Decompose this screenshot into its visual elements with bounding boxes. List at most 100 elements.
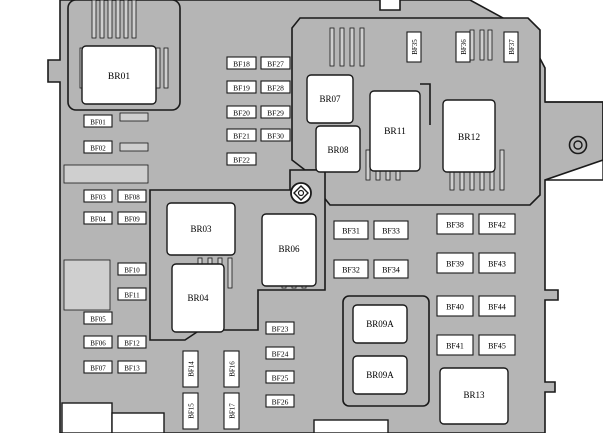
fuse-bf11[interactable]: BF11 xyxy=(117,287,147,301)
fuse-bf41[interactable]: BF41 xyxy=(436,334,474,356)
relay-partial-bottom-center xyxy=(313,419,389,433)
fuse-bf13-box xyxy=(117,360,147,374)
fuse-bf18[interactable]: BF18 xyxy=(226,56,257,70)
fuse-bf43-label: BF43 xyxy=(488,260,506,269)
relay-br09a-lower[interactable]: BR09A xyxy=(352,355,408,395)
fuse-bf16[interactable]: BF16 xyxy=(223,350,240,388)
fuse-bf25[interactable]: BF25 xyxy=(265,370,295,384)
fuse-bf44[interactable]: BF44 xyxy=(478,295,516,317)
fuse-bf32[interactable]: BF32 xyxy=(333,259,369,279)
fuse-bf12-box xyxy=(117,335,147,349)
fuse-bf28[interactable]: BF28 xyxy=(260,80,291,94)
fuse-bf13[interactable]: BF13 xyxy=(117,360,147,374)
fuse-bf23[interactable]: BF23 xyxy=(265,321,295,335)
fuse-bf33[interactable]: BF33 xyxy=(373,220,409,240)
relay-br06-label: BR06 xyxy=(278,244,300,254)
pin-slots-left xyxy=(63,112,149,311)
fuse-bf39-label: BF39 xyxy=(446,260,464,269)
slot xyxy=(91,0,97,39)
relay-br13[interactable]: BR13 xyxy=(439,367,509,425)
slot xyxy=(469,29,475,61)
fuse-bf03-box xyxy=(83,189,113,203)
relay-br04[interactable]: BR04 xyxy=(171,263,225,333)
fuse-bf45[interactable]: BF45 xyxy=(478,334,516,356)
fuse-bf05[interactable]: BF05 xyxy=(83,311,113,325)
fuse-bf40[interactable]: BF40 xyxy=(436,295,474,317)
fuse-bf15[interactable]: BF15 xyxy=(182,392,199,430)
fuse-bf08[interactable]: BF08 xyxy=(117,189,147,203)
fuse-bf17[interactable]: BF17 xyxy=(223,392,240,430)
fuse-bf31[interactable]: BF31 xyxy=(333,220,369,240)
fuse-bf43-box xyxy=(478,252,516,274)
relay-br06[interactable]: BR06 xyxy=(261,213,317,287)
fuse-bf06[interactable]: BF06 xyxy=(83,335,113,349)
relay-br07[interactable]: BR07 xyxy=(306,74,354,124)
relay-br08[interactable]: BR08 xyxy=(315,125,361,173)
fuse-bf21-label: BF21 xyxy=(233,132,250,141)
fuse-bf21[interactable]: BF21 xyxy=(226,128,257,142)
fuse-bf09-label: BF09 xyxy=(124,216,140,224)
fuse-bf07[interactable]: BF07 xyxy=(83,360,113,374)
fuse-bf26[interactable]: BF26 xyxy=(265,394,295,408)
fuse-bf16-box xyxy=(223,350,240,388)
slot xyxy=(123,0,129,39)
fuse-bf09[interactable]: BF09 xyxy=(117,211,147,225)
fuse-bf01[interactable]: BF01 xyxy=(83,114,113,128)
fuse-bf24[interactable]: BF24 xyxy=(265,346,295,360)
fuse-bf18-label: BF18 xyxy=(233,60,250,69)
relay-partial-bottom-left xyxy=(61,402,113,433)
fuse-bf04-label: BF04 xyxy=(90,216,106,224)
slot xyxy=(163,47,169,89)
fuse-bf40-box xyxy=(436,295,474,317)
relay-br11[interactable]: BR11 xyxy=(369,83,431,172)
fuse-bf45-label: BF45 xyxy=(488,342,506,351)
fuse-bf27[interactable]: BF27 xyxy=(260,56,291,70)
fuse-bf30-box xyxy=(260,128,291,142)
relay-br12[interactable]: BR12 xyxy=(442,99,496,173)
relay-br09a-upper[interactable]: BR09A xyxy=(352,304,408,344)
fuse-bf22[interactable]: BF22 xyxy=(226,152,257,166)
fuse-bf15-box xyxy=(182,392,199,430)
fuse-bf42[interactable]: BF42 xyxy=(478,213,516,235)
fuse-bf43[interactable]: BF43 xyxy=(478,252,516,274)
mounting-bracket xyxy=(545,101,603,181)
relay-br03[interactable]: BR03 xyxy=(166,202,236,256)
fuse-bf29[interactable]: BF29 xyxy=(260,105,291,119)
fuse-bf27-label: BF27 xyxy=(267,60,284,69)
fuse-bf02[interactable]: BF02 xyxy=(83,140,113,154)
fuse-bf35-label: BF35 xyxy=(411,39,419,55)
fuse-bf04[interactable]: BF04 xyxy=(83,211,113,225)
fuse-bf39[interactable]: BF39 xyxy=(436,252,474,274)
fuse-bf24-box xyxy=(265,346,295,360)
fuse-bf19[interactable]: BF19 xyxy=(226,80,257,94)
fuse-bf35[interactable]: BF35 xyxy=(406,31,422,63)
fuse-bf14[interactable]: BF14 xyxy=(182,350,199,388)
fuse-bf30[interactable]: BF30 xyxy=(260,128,291,142)
fuse-bf37[interactable]: BF37 xyxy=(503,31,519,63)
fuse-bf20[interactable]: BF20 xyxy=(226,105,257,119)
fuse-bf08-box xyxy=(117,189,147,203)
fuse-bf39-box xyxy=(436,252,474,274)
slot xyxy=(359,27,365,67)
fuse-bf07-label: BF07 xyxy=(90,365,106,373)
fuse-bf42-label: BF42 xyxy=(488,221,506,230)
relay-br08-label: BR08 xyxy=(327,145,349,155)
relay-br01[interactable]: BR01 xyxy=(81,45,157,105)
fuse-bf03[interactable]: BF03 xyxy=(83,189,113,203)
fuse-bf14-box xyxy=(182,350,199,388)
fuse-bf27-box xyxy=(260,56,291,70)
fuse-bf37-box xyxy=(503,31,519,63)
fuse-bf34[interactable]: BF34 xyxy=(373,259,409,279)
fuse-bf08-label: BF08 xyxy=(124,194,140,202)
fuse-bf41-label: BF41 xyxy=(446,342,464,351)
fuse-bf36-label: BF36 xyxy=(460,39,468,55)
fuse-bf10[interactable]: BF10 xyxy=(117,262,147,276)
fuse-bf38[interactable]: BF38 xyxy=(436,213,474,235)
fuse-bf36[interactable]: BF36 xyxy=(455,31,471,63)
fuse-bf12[interactable]: BF12 xyxy=(117,335,147,349)
fuse-bf26-box xyxy=(265,394,295,408)
slot xyxy=(63,259,111,311)
slot xyxy=(227,257,233,289)
relay-br13-label: BR13 xyxy=(463,390,485,400)
fuse-bf19-box xyxy=(226,80,257,94)
